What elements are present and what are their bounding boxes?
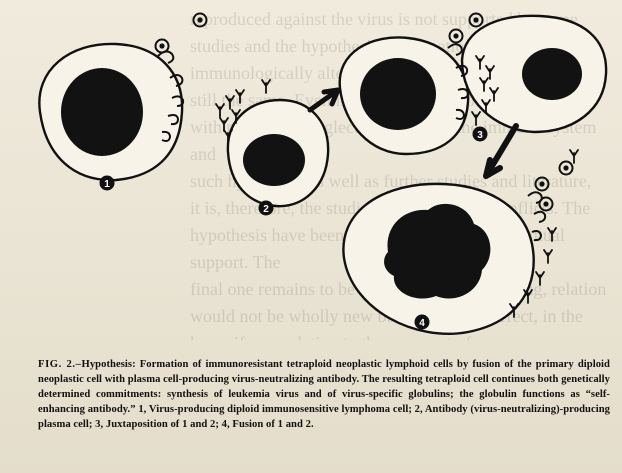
antibody-icon <box>226 96 234 109</box>
cell-1-lymphoma <box>39 14 206 181</box>
figure-label: FIG. 2.– <box>38 359 82 370</box>
arrow-to-fusion <box>486 126 516 176</box>
caption-body: Hypothesis: Formation of immunoresistant… <box>38 359 610 431</box>
svg-text:3: 3 <box>477 130 483 141</box>
antibody-icon <box>216 104 224 117</box>
figure-caption: FIG. 2.–Hypothesis: Formation of immunor… <box>38 357 610 433</box>
cell-4-fusion <box>343 150 578 334</box>
marker-cell-1: 1 <box>100 176 115 191</box>
virion-icon <box>194 14 207 27</box>
antibody-icon <box>236 90 244 103</box>
svg-text:1: 1 <box>104 179 110 190</box>
cell-1-nucleus <box>61 68 143 156</box>
arrow-to-juxtaposition <box>310 90 338 110</box>
marker-cell-2: 2 <box>259 201 274 216</box>
figure-illustration: 1 2 <box>0 0 622 345</box>
cell-2-plasma <box>216 80 328 206</box>
cell-2-nucleus <box>243 134 305 186</box>
svg-text:4: 4 <box>419 318 425 329</box>
antibody-icon <box>262 80 270 93</box>
svg-text:2: 2 <box>263 204 269 215</box>
virion-icon <box>156 40 169 53</box>
antibody-icon <box>220 118 228 131</box>
marker-cell-4: 4 <box>415 315 430 330</box>
marker-cell-3: 3 <box>473 127 488 142</box>
